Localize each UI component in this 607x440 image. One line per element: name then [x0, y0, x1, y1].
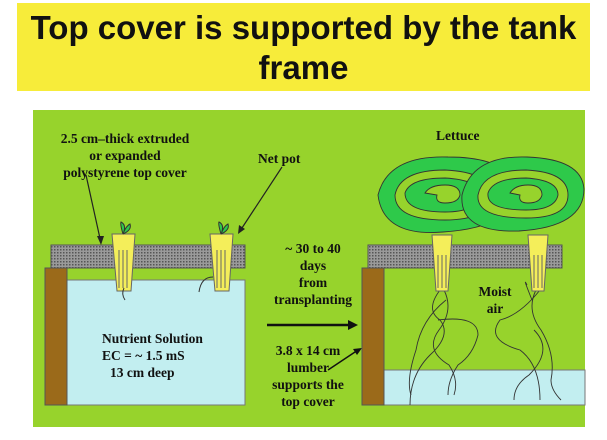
lettuce-label: Lettuce [436, 128, 480, 143]
seedling-pot-1 [111, 221, 136, 301]
top-cover-left [50, 244, 246, 269]
lettuce-head-2 [461, 156, 585, 232]
lumber-post-left [44, 267, 68, 406]
lumber-label: 3.8 x 14 cm lumber supports the top cove… [272, 343, 344, 409]
nutrient-solution-low [383, 369, 586, 406]
cover-pointer-arrow [85, 174, 102, 244]
arrow-head-icon [348, 320, 358, 330]
moist-air-label: Moist air [478, 284, 512, 316]
cover-label: 2.5 cm–thick extruded or expanded polyst… [60, 131, 190, 180]
lumber-pointer-arrow [327, 349, 359, 371]
net-pot-4 [527, 234, 549, 292]
nutrient-solution [66, 279, 246, 406]
net-pot-label: Net pot [258, 151, 301, 166]
slide-title: Top cover is supported by the tank frame [17, 3, 590, 91]
top-cover-right [367, 244, 563, 269]
seedling-pot-2 [198, 221, 234, 293]
net-pot-3 [431, 234, 453, 292]
time-label: ~ 30 to 40 days from transplanting [273, 241, 353, 307]
net-pot-pointer-arrow [239, 166, 283, 232]
solution-label: Nutrient Solution EC = ~ 1.5 mS 13 cm de… [102, 331, 203, 380]
roots [408, 281, 562, 406]
